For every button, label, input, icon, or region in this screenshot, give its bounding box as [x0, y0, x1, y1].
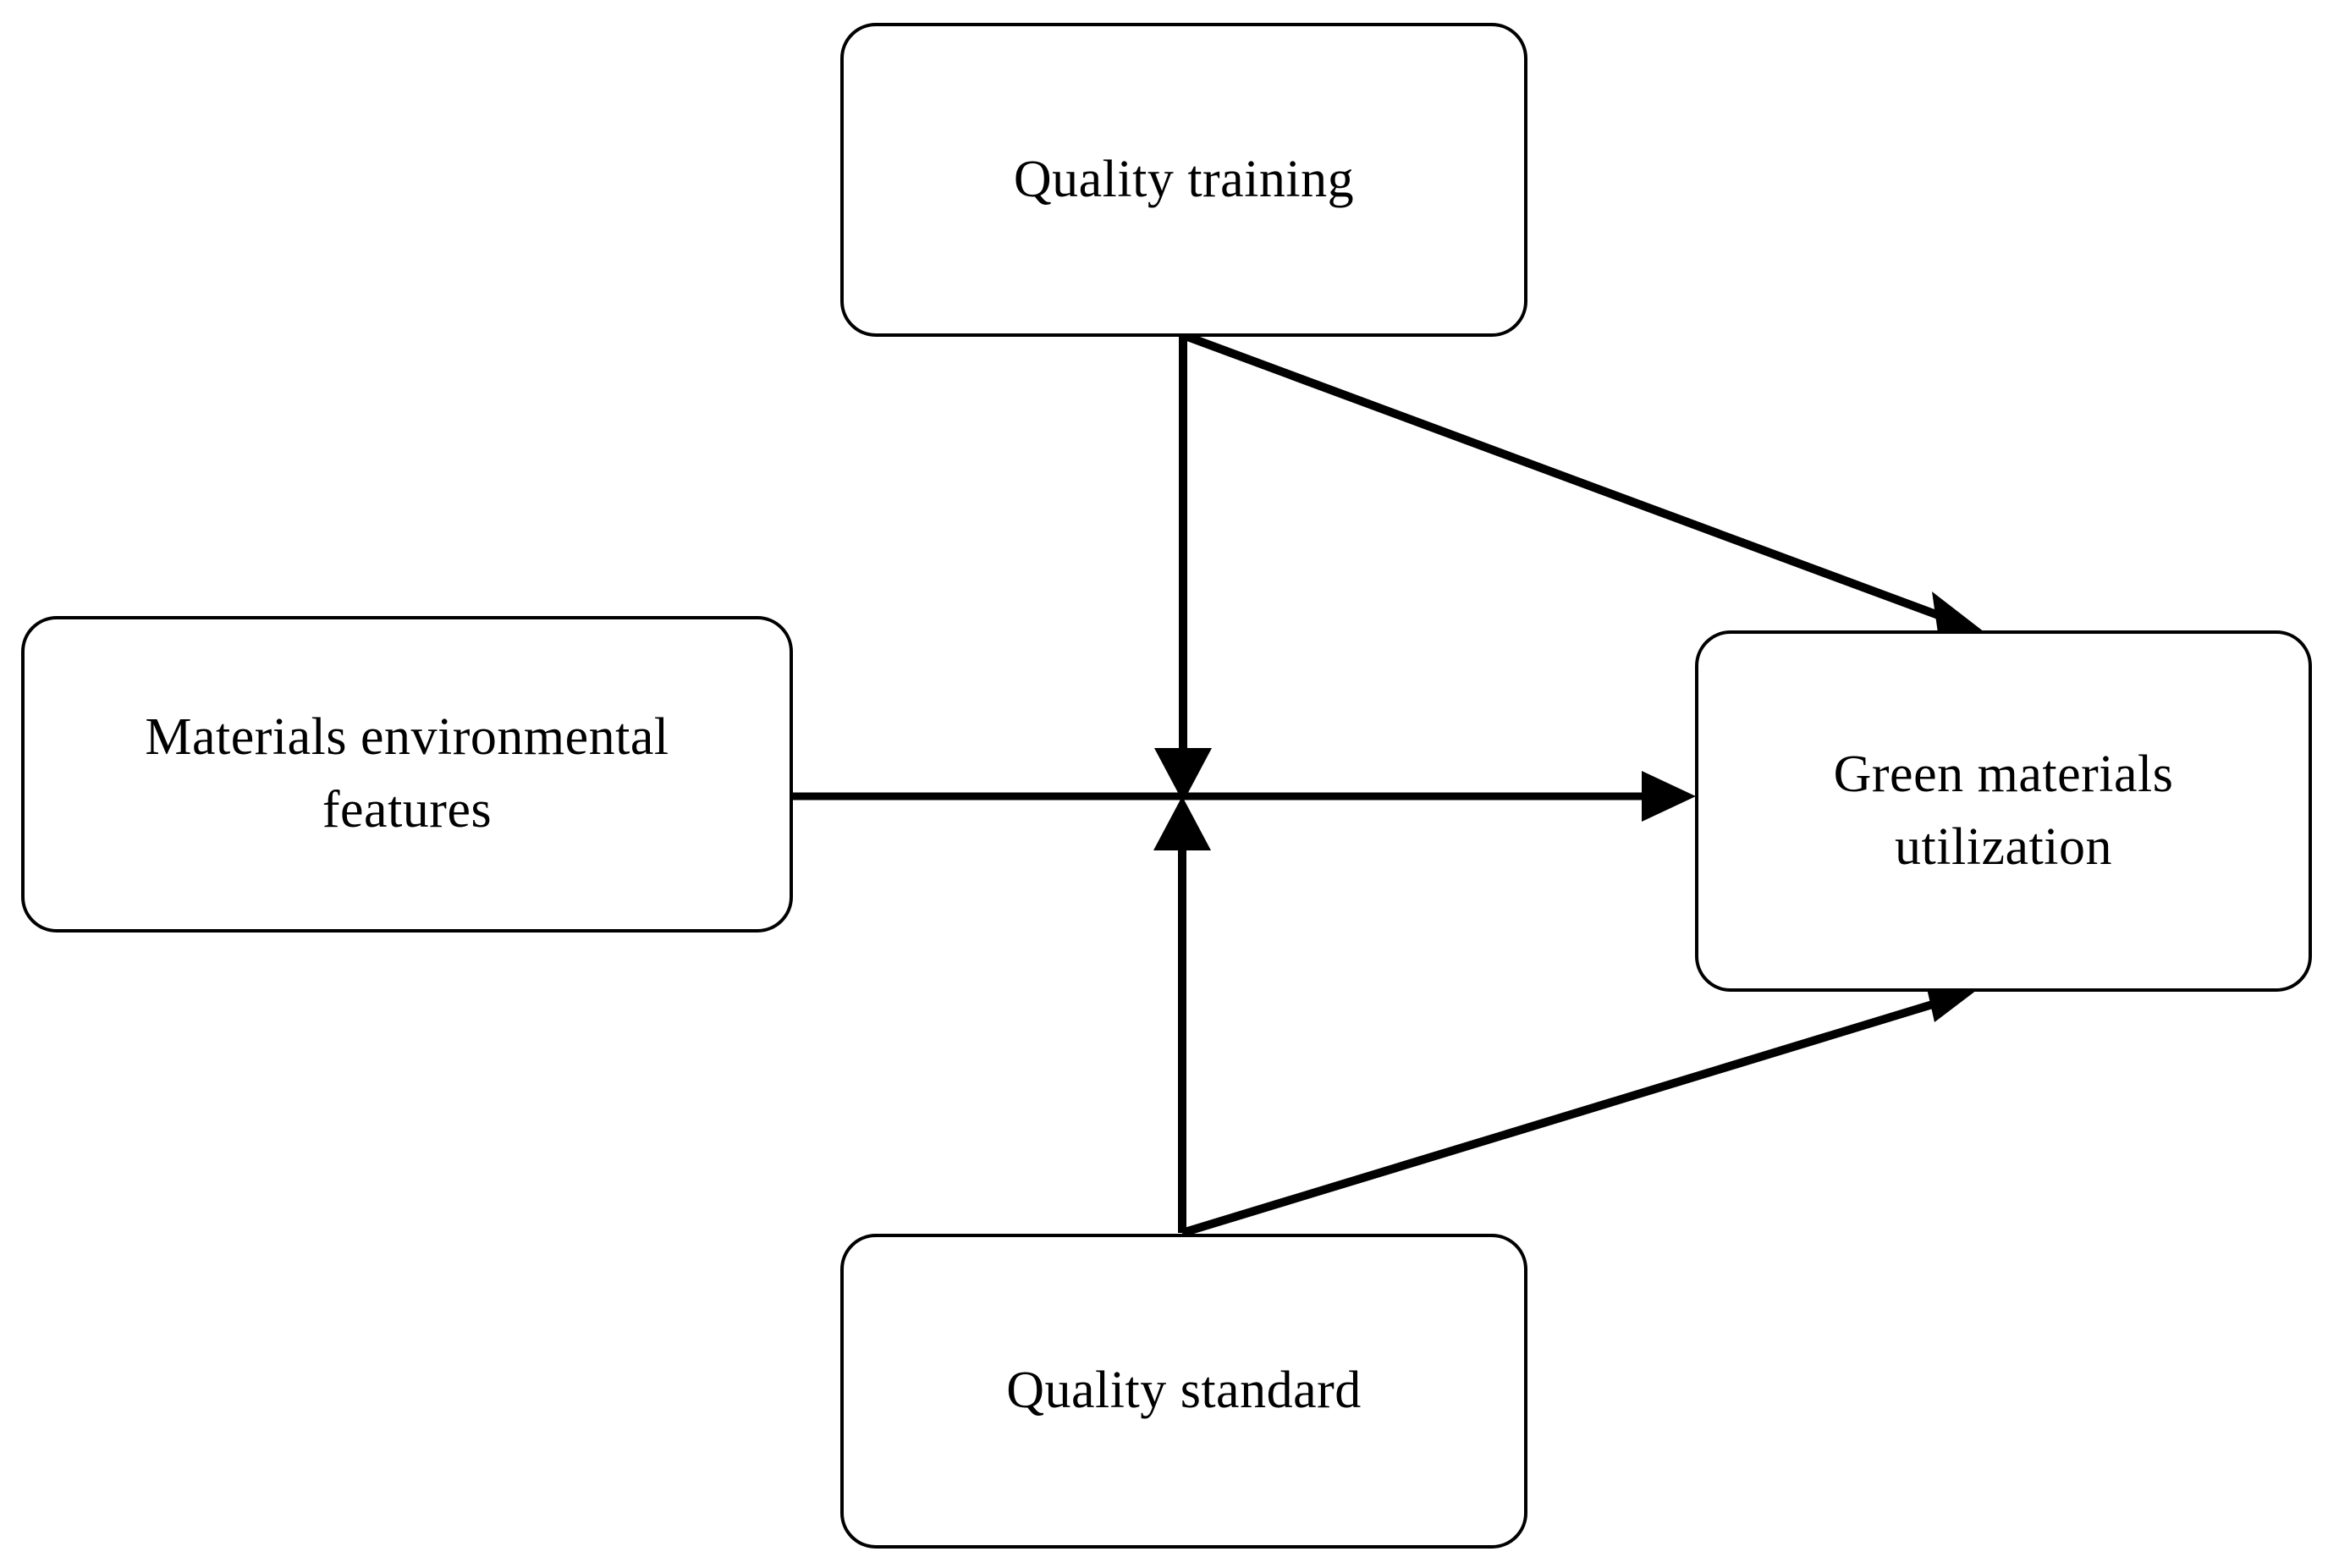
edge-training-moderation [1154, 335, 1212, 802]
node-materials-environmental-features-label: Materials environmental features [145, 708, 669, 839]
node-green-materials-utilization-label: Green materials utilization [1833, 745, 2174, 876]
edge-training-to-green [1181, 331, 1984, 645]
node-quality-standard-label: Quality standard [1006, 1362, 1362, 1420]
node-green-materials-utilization[interactable]: Green materials utilization [1695, 630, 2312, 992]
node-quality-training-label: Quality training [1013, 150, 1355, 208]
edge-materials-to-green [791, 771, 1696, 822]
node-materials-environmental-features[interactable]: Materials environmental features [21, 616, 793, 933]
edge-standard-to-green [1181, 970, 1977, 1237]
edge-standard-moderation [1153, 796, 1211, 1233]
node-quality-standard[interactable]: Quality standard [840, 1234, 1527, 1549]
node-quality-training[interactable]: Quality training [840, 23, 1527, 337]
